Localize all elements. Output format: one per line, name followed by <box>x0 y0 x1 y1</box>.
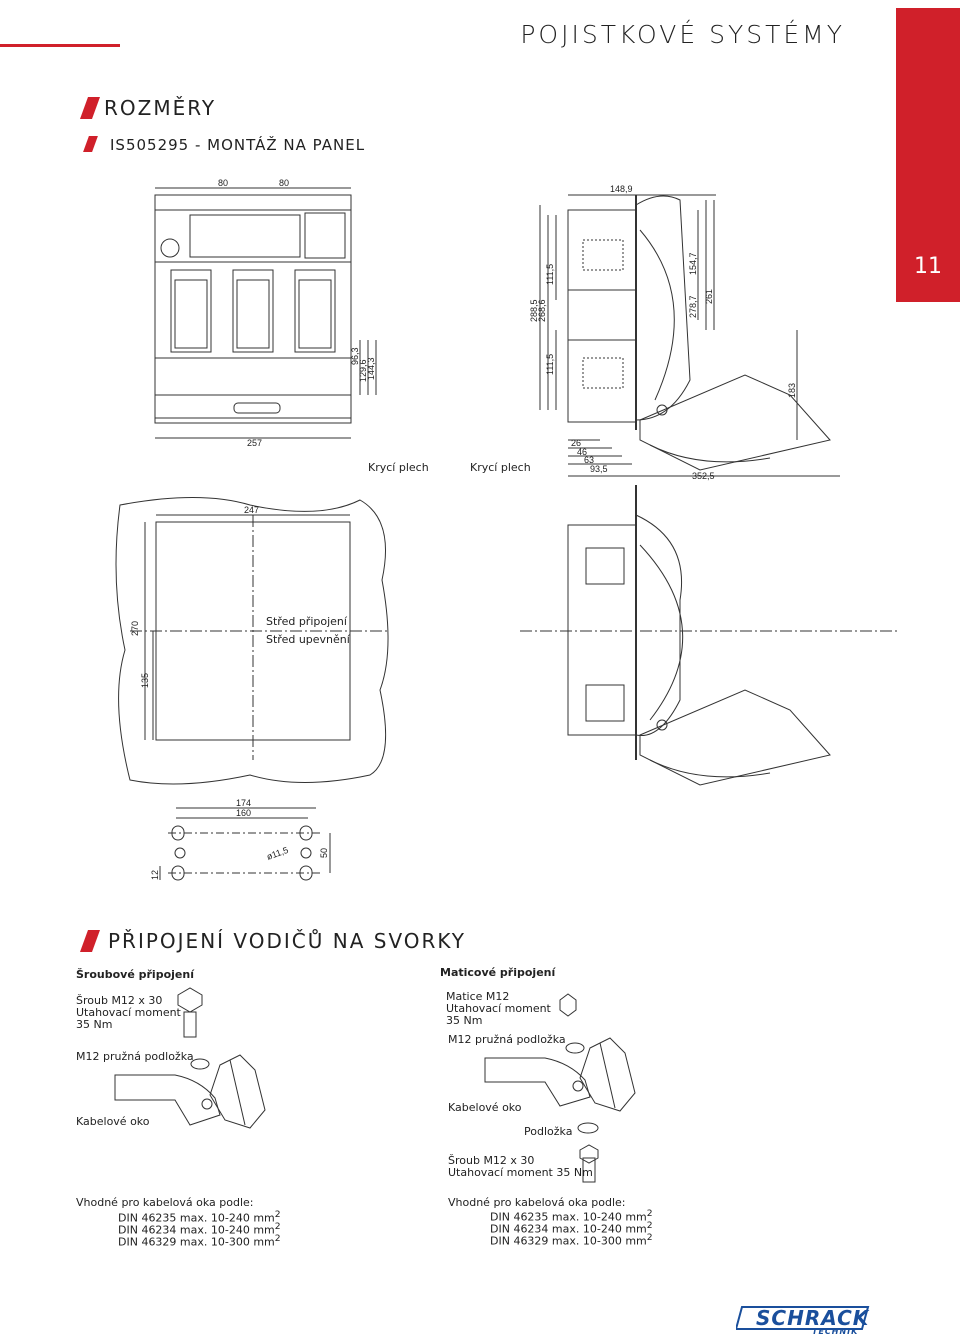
dim-247: 247 <box>244 505 259 515</box>
logo-text: SCHRACK <box>756 1306 870 1330</box>
dim-63: 63 <box>584 455 594 465</box>
dim-160: 160 <box>236 808 251 818</box>
suitable-for-label: Vhodné pro kabelová oka podle: <box>76 1196 254 1209</box>
page-title: POJISTKOVÉ SYSTÉMY <box>520 20 845 49</box>
chapter-tab <box>896 8 960 302</box>
washer-label: Podložka <box>524 1125 573 1138</box>
dim-80a: 80 <box>218 178 228 188</box>
torque-label: Utahovací moment <box>76 1006 181 1019</box>
connection-center-label: Střed připojení <box>266 615 347 628</box>
section-title-connection: PŘIPOJENÍ VODIČŮ NA SVORKY <box>108 929 467 953</box>
dim-111-5b: 111,5 <box>545 354 555 375</box>
header-rule <box>0 44 120 47</box>
dim-111-5a: 111,5 <box>545 264 555 285</box>
dim-174: 174 <box>236 798 251 808</box>
suitable-for-label: Vhodné pro kabelová oka podle: <box>448 1196 626 1209</box>
nut-connection-heading: Maticové připojení <box>440 966 556 979</box>
dim-270: 270 <box>130 621 140 636</box>
dim-46: 46 <box>577 447 587 457</box>
dim-26: 26 <box>571 438 581 448</box>
cover-plate-label-left: Krycí plech <box>368 461 429 474</box>
panel-cutout-drawing <box>115 497 390 785</box>
side-view-mounted-drawing <box>520 485 900 786</box>
torque-value: 35 Nm <box>446 1014 483 1027</box>
screw-connection-illustration <box>114 987 266 1129</box>
section-title-dimensions: ROZMĚRY <box>104 96 217 120</box>
dim-278-7: 278,7 <box>688 295 698 318</box>
subsection-title: IS505295 - MONTÁŽ NA PANEL <box>110 136 366 154</box>
torque-value: 35 Nm <box>76 1018 113 1031</box>
dim-93-5: 93,5 <box>590 464 608 474</box>
bolt-torque: Utahovací moment 35 Nm <box>448 1166 593 1179</box>
cover-plate-label-right: Krycí plech <box>470 461 531 474</box>
dim-183: 183 <box>787 383 797 398</box>
dim-154-7: 154,7 <box>688 252 698 275</box>
mounting-holes-drawing <box>159 807 331 881</box>
dim-261: 261 <box>704 289 714 304</box>
dim-148-9: 148,9 <box>610 184 633 194</box>
nut-spec: Matice M12 <box>446 990 510 1003</box>
bolt-spec: Šroub M12 x 30 <box>448 1154 535 1167</box>
side-view-drawing <box>567 195 831 471</box>
dim-352-5: 352,5 <box>692 471 715 481</box>
cable-lug-label: Kabelové oko <box>76 1115 150 1128</box>
dim-257: 257 <box>247 438 262 448</box>
cable-lug-label: Kabelové oko <box>448 1101 522 1114</box>
torque-label: Utahovací moment <box>446 1002 551 1015</box>
dim-12: 12 <box>150 870 160 880</box>
screw-spec: Šroub M12 x 30 <box>76 994 163 1007</box>
dim-144-3: 144,3 <box>366 357 376 380</box>
screw-connection-heading: Šroubové připojení <box>76 968 194 981</box>
dim-135: 135 <box>140 673 150 688</box>
dim-129-6: 129,6 <box>358 359 368 382</box>
din-row: DIN 46235 max. 10-240 mm2 <box>118 1209 281 1225</box>
chapter-number: 11 <box>914 254 942 279</box>
spring-washer-label: M12 pružná podložka <box>76 1050 194 1063</box>
front-view-drawing <box>154 194 352 424</box>
din-row: DIN 46329 max. 10-300 mm2 <box>118 1233 281 1249</box>
dim-hole-diameter: ø11,5 <box>265 845 289 862</box>
logo-subtext: TECHNIK <box>812 1327 859 1336</box>
din-row: DIN 46235 max. 10-240 mm2 <box>490 1208 653 1224</box>
dim-50: 50 <box>319 848 329 858</box>
mounting-center-label: Střed upevnění <box>266 633 350 646</box>
din-row: DIN 46234 max. 10-240 mm2 <box>118 1221 281 1237</box>
dim-288-5: 288,5 <box>529 299 539 322</box>
schrack-logo-mark <box>736 1306 870 1330</box>
dim-80b: 80 <box>279 178 289 188</box>
dim-96-3: 96,3 <box>350 347 360 365</box>
din-row: DIN 46234 max. 10-240 mm2 <box>490 1220 653 1236</box>
nut-connection-illustration <box>484 993 636 1183</box>
dim-268-6: 268,6 <box>537 299 547 322</box>
spring-washer-label: M12 pružná podložka <box>448 1033 566 1046</box>
din-row: DIN 46329 max. 10-300 mm2 <box>490 1232 653 1248</box>
